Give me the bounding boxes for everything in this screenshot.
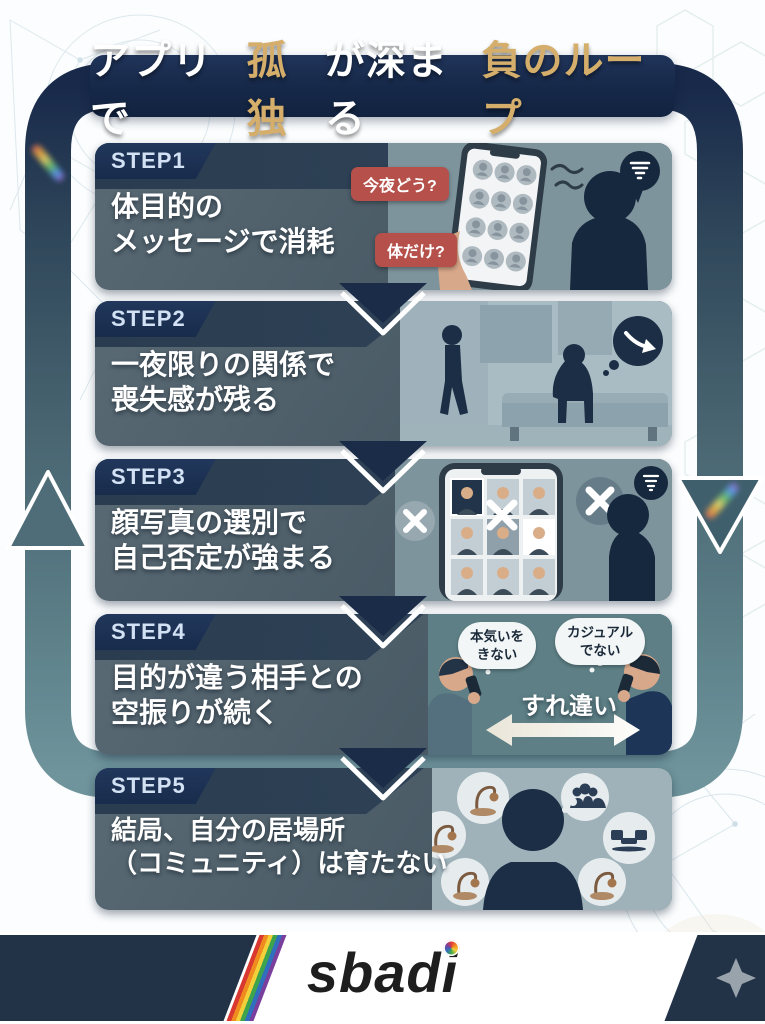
thought-bubble-casual: カジュアル でない — [555, 618, 646, 666]
step5-panel: STEP5 結局、自分の居場所 （コミュニティ）は育たない — [95, 768, 672, 910]
thought-bubble-serious: 本気いを きない — [458, 622, 536, 670]
left-person — [428, 657, 482, 755]
walking-away-silhouette — [440, 325, 468, 415]
window — [480, 305, 552, 363]
step-arrow-1-2 — [339, 283, 427, 336]
step4-heading-line1: 目的が違う相手との — [111, 662, 363, 693]
step2-illustration — [400, 301, 672, 446]
tornado-icon — [629, 161, 651, 180]
footer-right-shape — [664, 935, 765, 1021]
step4-badge: STEP4 — [95, 614, 216, 650]
mismatch-double-arrow — [486, 714, 640, 746]
step2-heading-line1: 一夜限りの関係で — [111, 349, 336, 380]
step1-badge: STEP1 — [95, 143, 216, 179]
step3-heading: 顔写真の選別で 自己否定が強まる — [111, 505, 335, 576]
bubble-casual-line1: カジュアル — [567, 625, 634, 640]
decline-thought-bubble — [603, 316, 663, 376]
step3-illustration — [395, 459, 672, 601]
right-person — [617, 654, 672, 755]
photo-grid — [450, 478, 555, 595]
step1-heading-line2: メッセージで消耗 — [111, 226, 335, 258]
wilted-plant-circles — [432, 772, 626, 906]
footer: sbadi — [0, 932, 765, 1024]
message-badge-body: 体だけ? — [375, 233, 457, 267]
title-part-white2: が深まる — [324, 39, 448, 141]
curtain — [558, 301, 612, 355]
step2-badge: STEP2 — [95, 301, 216, 337]
brand-logo-text: sbadi — [306, 941, 459, 1004]
people-group-icon — [570, 783, 606, 808]
community-circle — [561, 773, 609, 821]
stress-thought-bubble — [627, 466, 668, 507]
step1-illustration — [388, 143, 672, 290]
step-arrow-2-3 — [339, 441, 427, 494]
step3-panel: STEP3 顔写真の選別で 自己否定が強まる — [95, 459, 672, 601]
bubble-serious-line2: きない — [476, 646, 518, 662]
title-part-gold2: 負のループ — [481, 39, 646, 141]
sofa-icon — [611, 830, 647, 852]
step4-heading: 目的が違う相手との 空振りが続く — [111, 660, 363, 731]
bubble-serious-line1: 本気いを — [470, 629, 524, 644]
tornado-icon — [642, 474, 660, 492]
smartphone — [439, 463, 563, 601]
step-arrow-3-4 — [339, 596, 427, 649]
step1-panel: STEP1 体目的の メッセージで消耗 — [95, 143, 672, 290]
loop-up-arrow — [6, 470, 90, 550]
brand-logo-rainbow-dot-icon — [443, 940, 460, 956]
title-part-white1: アプリで — [90, 39, 213, 141]
step5-illustration — [432, 768, 672, 910]
bubble-casual-line2: でない — [579, 642, 621, 658]
message-badge-tonight: 今夜どう? — [351, 167, 449, 201]
step3-heading-line2: 自己否定が強まる — [111, 542, 336, 574]
step4-panel: STEP4 目的が違う相手との 空振りが続く — [95, 614, 672, 755]
step5-heading-line1: 結局、自分の居場所 — [111, 815, 346, 845]
step1-heading: 体目的の メッセージで消耗 — [111, 189, 334, 260]
sparkle-icon — [716, 958, 756, 998]
step4-heading-line2: 空振りが続く — [111, 697, 280, 729]
step3-badge: STEP3 — [95, 459, 216, 495]
mismatch-label: すれ違い — [521, 693, 617, 720]
brand-logo: sbadi — [306, 940, 460, 1005]
smartphone — [447, 143, 548, 290]
sitting-hunched-silhouette — [552, 344, 593, 423]
hunched-silhouette — [607, 494, 655, 601]
step-arrow-4-5 — [339, 748, 427, 801]
step5-heading-line2: （コミュニティ）は育たない — [111, 847, 448, 878]
step1-heading-line1: 体目的の — [111, 191, 224, 222]
center-silhouette — [483, 789, 583, 910]
place-circle — [603, 812, 655, 864]
step5-badge: STEP5 — [95, 768, 216, 804]
stress-speech-bubble — [620, 151, 660, 203]
title-banner: アプリで孤独が深まる負のループ — [90, 39, 675, 141]
step2-heading-line2: 喪失感が残る — [111, 384, 280, 416]
wilted-plant-icon — [434, 785, 615, 896]
step5-heading: 結局、自分の居場所 （コミュニティ）は育たない — [111, 814, 447, 880]
thought-dots — [562, 798, 577, 813]
loop-down-arrow — [676, 476, 764, 554]
step2-heading: 一夜限りの関係で 喪失感が残る — [111, 347, 335, 418]
step3-heading-line1: 顔写真の選別で — [111, 507, 308, 538]
man-silhouette — [570, 171, 648, 290]
buzz-squiggles — [550, 164, 584, 190]
title-part-gold1: 孤独 — [246, 39, 288, 141]
faces — [461, 487, 545, 579]
footer-left-shape — [0, 935, 257, 1021]
avatar-figures — [465, 162, 532, 269]
step2-panel: STEP2 一夜限りの関係で 喪失感が残る — [95, 301, 672, 446]
